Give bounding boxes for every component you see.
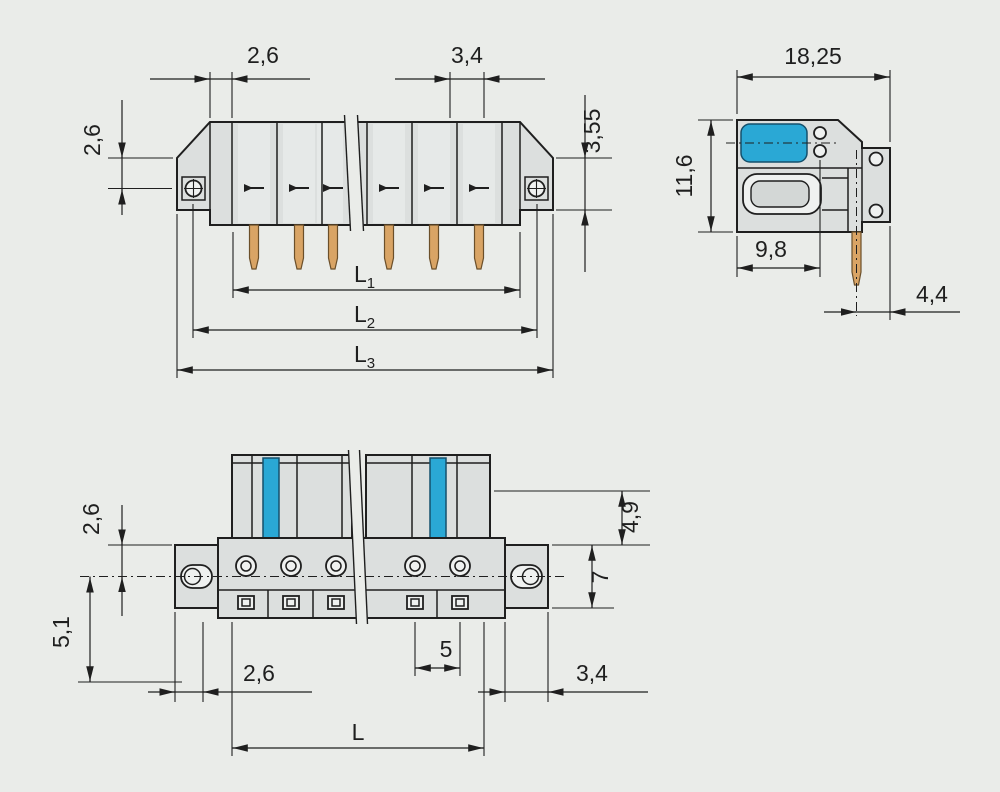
dim-edge-to-pin: 9,8 [736,160,821,277]
test-openings [237,595,469,610]
dim-label: 2,6 [78,503,104,535]
dim-label: 4,9 [617,501,643,533]
dim-label: 11,6 [671,154,697,197]
segment-shade [463,124,495,223]
dim-label-l1: L1 [354,261,375,292]
cam-slider-left [262,457,280,539]
segment-shade [238,124,270,223]
dim-label: 5,1 [48,616,74,648]
dim-pin-to-edge: 4,4 [824,226,960,320]
break-gap [348,450,368,624]
segment-shade [317,124,343,223]
latch-section-left [231,454,353,541]
dim-top-to-base: 3,55 [556,95,612,272]
break-line [347,449,358,625]
dim-flange-to-center: 2,6 [78,503,172,616]
dim-flange-to-center: 2,6 [79,100,173,215]
cam-slider-right [429,457,447,539]
hinge-pin-hole [813,126,827,140]
dim-label: 7 [587,571,613,584]
dim-label: 18,25 [784,43,842,69]
left-flange-hole [181,176,206,201]
dim-l1: L1 [232,232,521,298]
dim-label-length: L [352,719,365,745]
dim-label: 2,6 [243,660,275,686]
dim-label: 3,55 [579,109,605,154]
contact-slots [244,184,489,192]
dim-l3: L3 [176,214,554,378]
dim-label: 9,8 [755,236,787,262]
segment-division-lines [209,122,521,225]
segment-shade [373,124,405,223]
dim-length: L [231,622,485,756]
dim-slot-width: 3,4 [395,42,545,118]
side-view: 18,25 11,6 9,8 4,4 [671,43,960,320]
right-flange-hole [524,176,549,201]
break-line [343,114,352,232]
socket-contacts [235,555,471,577]
solder-pin [248,224,260,270]
dim-label: 3,4 [451,42,483,68]
socket-slot-inner [750,180,810,208]
dim-l2: L2 [192,204,538,338]
dim-label-l2: L2 [354,301,375,332]
dim-label: 3,4 [576,660,608,686]
break-line [358,449,369,625]
solder-pin [383,224,395,270]
dim-label: 4,4 [916,281,948,307]
connector-body [176,121,554,226]
dim-edge-offset: 2,6 [148,612,312,702]
dim-label: 5 [440,636,453,662]
segment-shade [283,124,315,223]
hinge-pin-hole [813,144,827,158]
segment-shade [418,124,450,223]
dim-center-to-tail: 5,1 [48,576,182,683]
latch-section-right [365,454,491,541]
dim-latch-height: 4,9 [494,490,650,546]
dim-label: 2,6 [247,42,279,68]
solder-pin [293,224,305,270]
solder-pin [428,224,440,270]
solder-pin [473,224,485,270]
solder-pin [327,224,339,270]
dim-end-offset: 3,4 [478,612,648,702]
dim-flange-height: 7 [552,545,614,609]
front-view: 2,6 3,4 2,6 3,55 [79,42,612,378]
mating-view: 2,6 5,1 4,9 7 [48,449,650,756]
dim-edge-to-contact: 2,6 [150,42,310,118]
dim-label-l3: L3 [354,341,375,372]
solder-pins [248,224,485,270]
dim-pin-pitch: 5 [414,622,461,676]
dim-overall-height: 11,6 [671,119,733,233]
dim-overall-depth: 18,25 [736,43,891,142]
wing-hole [868,203,884,219]
wing-hole [868,151,884,167]
break-line [356,114,365,232]
dim-label: 2,6 [79,124,105,156]
